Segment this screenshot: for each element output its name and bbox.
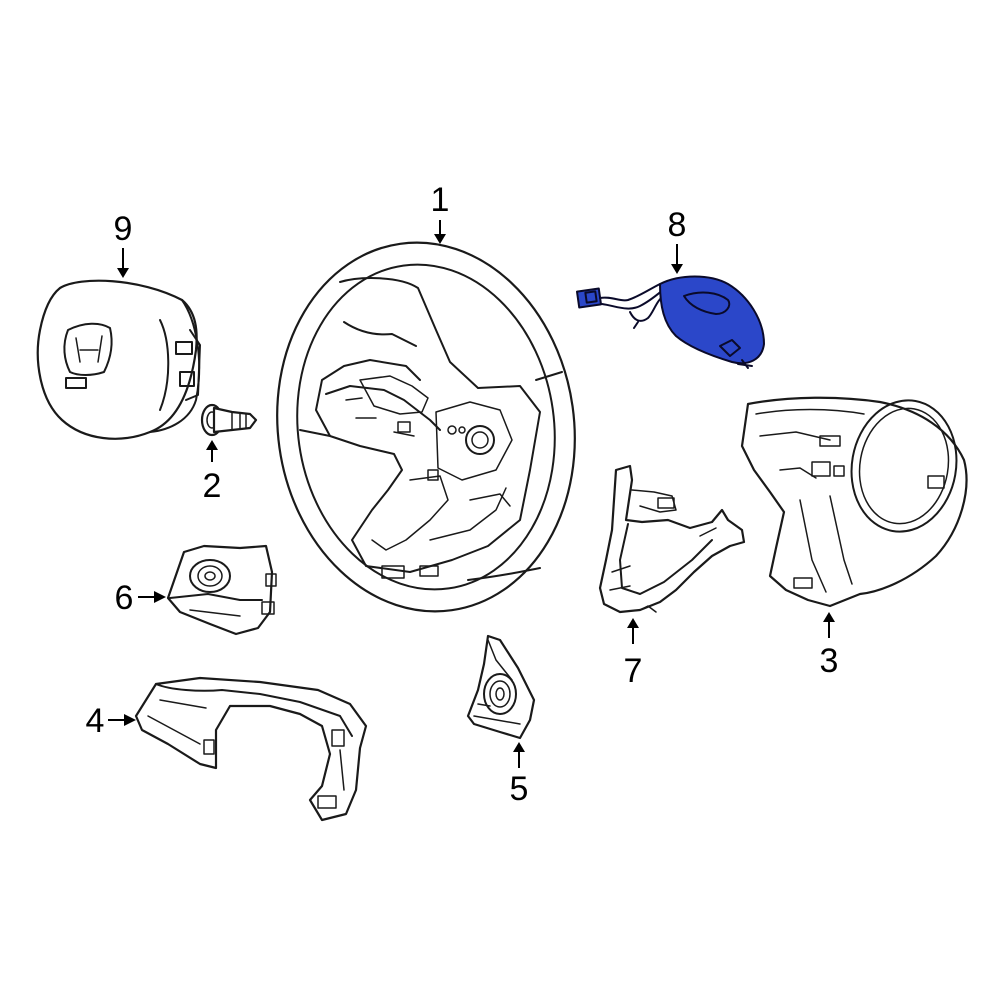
callout-6: 6: [115, 579, 166, 617]
callout-8-label: 8: [668, 206, 687, 244]
part-3-rear-cover[interactable]: [740, 392, 968, 608]
airbag-label-plate: [65, 377, 87, 389]
part-5-right-switch[interactable]: [466, 634, 536, 740]
part-6-left-switch[interactable]: [166, 544, 277, 636]
part-8-switch-harness[interactable]: [575, 275, 765, 369]
part-1-steering-wheel[interactable]: [254, 223, 599, 631]
callout-8: 8: [668, 206, 687, 274]
callout-7: 7: [624, 618, 643, 690]
callout-1-label: 1: [431, 181, 450, 219]
callout-3-label: 3: [820, 642, 839, 680]
callout-5: 5: [510, 742, 529, 808]
callout-9-label: 9: [114, 210, 133, 248]
callout-9: 9: [114, 210, 133, 278]
part-2-bolt[interactable]: [200, 403, 258, 437]
part-9-airbag-module[interactable]: [36, 279, 201, 440]
part-7-lower-bracket[interactable]: [598, 464, 746, 614]
callout-2-label: 2: [203, 467, 222, 505]
callout-6-label: 6: [115, 579, 134, 617]
callout-5-label: 5: [510, 770, 529, 808]
callout-4-label: 4: [86, 702, 105, 740]
callout-2: 2: [203, 440, 222, 505]
callout-4: 4: [86, 702, 136, 740]
callout-3: 3: [820, 612, 839, 680]
callout-7-label: 7: [624, 652, 643, 690]
honda-logo-icon: [63, 322, 113, 376]
callout-1: 1: [431, 181, 450, 244]
part-4-lower-cover[interactable]: [134, 676, 368, 822]
